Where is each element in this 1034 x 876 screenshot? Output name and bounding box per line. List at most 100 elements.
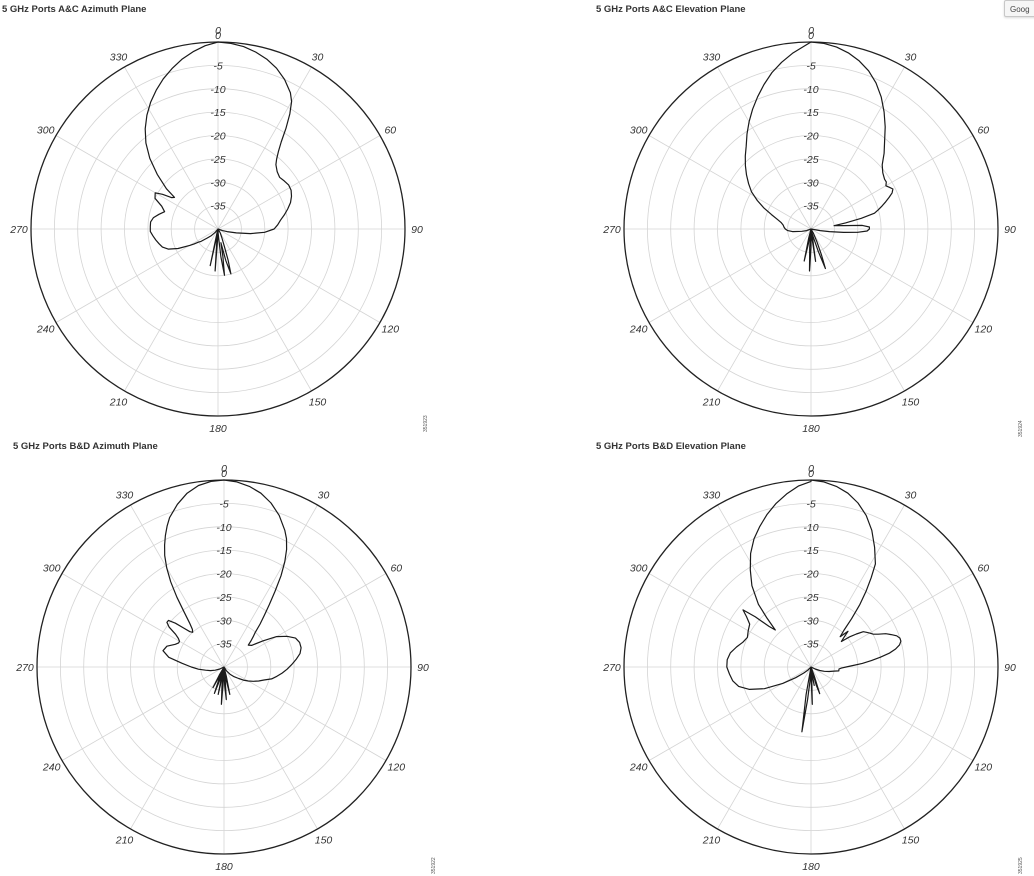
angle-label-90: 90 <box>1004 224 1016 236</box>
radial-label--25: -25 <box>210 154 225 166</box>
angle-label-120: 120 <box>975 762 993 774</box>
grid-spoke-7 <box>717 228 812 392</box>
grid-spoke-1 <box>223 504 318 668</box>
angle-label-30: 30 <box>905 52 917 64</box>
angle-label-270: 270 <box>9 224 28 236</box>
grid-spoke-1 <box>810 504 905 668</box>
grid-spoke-4 <box>217 228 381 323</box>
radial-label--5: -5 <box>219 498 228 510</box>
radial-label--15: -15 <box>803 545 818 557</box>
grid-spoke-11 <box>124 66 219 230</box>
radial-label--5: -5 <box>213 60 222 72</box>
angle-label-210: 210 <box>109 396 128 408</box>
figure-id-ac-azimuth: 351923 <box>423 415 429 432</box>
radial-label--15: -15 <box>216 545 231 557</box>
grid-spoke-2 <box>217 135 381 230</box>
angle-label-150: 150 <box>309 396 327 408</box>
polar-chart-ac-elevation: 03060901201501802102402703003300-5-10-15… <box>602 25 1016 435</box>
radial-label--10: -10 <box>803 522 818 534</box>
grid-spoke-2 <box>223 573 387 668</box>
chart-title-ac-elevation: 5 GHz Ports A&C Elevation Plane <box>596 4 746 15</box>
radial-label--5: -5 <box>806 498 815 510</box>
radial-label--30: -30 <box>216 615 231 627</box>
grid-spoke-11 <box>717 66 812 230</box>
angle-label-270: 270 <box>602 224 621 236</box>
angle-label-300: 300 <box>37 125 55 137</box>
angle-label-210: 210 <box>702 834 721 846</box>
pattern-line-0 <box>162 479 302 705</box>
pattern-line-0 <box>144 41 293 276</box>
angle-label-240: 240 <box>629 324 648 336</box>
angle-label-60: 60 <box>977 563 989 575</box>
figure-id-ac-elevation: 351924 <box>1018 420 1024 437</box>
radial-label--20: -20 <box>803 569 818 581</box>
angle-label-150: 150 <box>902 834 920 846</box>
angle-label-210: 210 <box>115 834 134 846</box>
grid-spoke-11 <box>130 504 225 668</box>
angle-label-150: 150 <box>902 396 920 408</box>
radial-label--15: -15 <box>803 107 818 119</box>
grid-spoke-5 <box>810 228 905 392</box>
grid-spoke-4 <box>810 666 974 761</box>
grid-spoke-10 <box>55 135 219 230</box>
angle-label-240: 240 <box>42 762 61 774</box>
angle-label-90: 90 <box>1004 662 1016 674</box>
angle-label-300: 300 <box>43 563 61 575</box>
radial-label--25: -25 <box>803 592 818 604</box>
grid-spoke-5 <box>810 666 905 830</box>
angle-label-300: 300 <box>630 563 648 575</box>
grid-spoke-10 <box>648 573 812 668</box>
grid-spoke-10 <box>648 135 812 230</box>
radial-label--35: -35 <box>210 201 225 213</box>
radial-label--20: -20 <box>216 569 231 581</box>
grid-spoke-4 <box>223 666 387 761</box>
radial-label-0: 0 <box>215 30 221 42</box>
radial-label--10: -10 <box>803 84 818 96</box>
google-button[interactable]: Goog <box>1004 0 1034 17</box>
radial-label--35: -35 <box>803 201 818 213</box>
angle-label-0: 0 <box>221 463 227 475</box>
radial-label--10: -10 <box>216 522 231 534</box>
pattern-line-0 <box>726 479 902 733</box>
angle-label-330: 330 <box>110 52 128 64</box>
angle-label-0: 0 <box>215 25 221 37</box>
radial-label--15: -15 <box>210 107 225 119</box>
angle-label-60: 60 <box>384 125 396 137</box>
grid-spoke-7 <box>717 666 812 830</box>
figure-id-bd-azimuth: 351922 <box>431 857 437 874</box>
angle-label-270: 270 <box>602 662 621 674</box>
radial-label--30: -30 <box>803 615 818 627</box>
radial-label--20: -20 <box>803 131 818 143</box>
radial-label--30: -30 <box>210 177 225 189</box>
angle-label-210: 210 <box>702 396 721 408</box>
grid-spoke-8 <box>55 228 219 323</box>
grid-spoke-8 <box>648 228 812 323</box>
radial-label--25: -25 <box>216 592 231 604</box>
angle-label-330: 330 <box>703 490 721 502</box>
chart-title-bd-elevation: 5 GHz Ports B&D Elevation Plane <box>596 441 746 452</box>
radial-label--30: -30 <box>803 177 818 189</box>
angle-label-30: 30 <box>312 52 324 64</box>
grid-spoke-1 <box>217 66 312 230</box>
radial-label--35: -35 <box>803 639 818 651</box>
radial-label--5: -5 <box>806 60 815 72</box>
grid-spoke-2 <box>810 135 974 230</box>
grid-spoke-5 <box>223 666 318 830</box>
angle-label-300: 300 <box>630 125 648 137</box>
angle-label-30: 30 <box>318 490 330 502</box>
angle-label-330: 330 <box>703 52 721 64</box>
angle-label-120: 120 <box>388 762 406 774</box>
grid-spoke-7 <box>130 666 225 830</box>
angle-label-90: 90 <box>417 662 429 674</box>
grid-spoke-2 <box>810 573 974 668</box>
grid-spoke-11 <box>717 504 812 668</box>
grid-spoke-10 <box>61 573 225 668</box>
angle-label-120: 120 <box>382 324 400 336</box>
pattern-line-0 <box>744 41 894 272</box>
angle-label-270: 270 <box>15 662 34 674</box>
radial-label-0: 0 <box>808 468 814 480</box>
polar-chart-ac-azimuth: 03060901201501802102402703003300-5-10-15… <box>9 25 423 435</box>
radial-label-0: 0 <box>221 468 227 480</box>
radial-label-0: 0 <box>808 30 814 42</box>
grid-spoke-1 <box>810 66 905 230</box>
